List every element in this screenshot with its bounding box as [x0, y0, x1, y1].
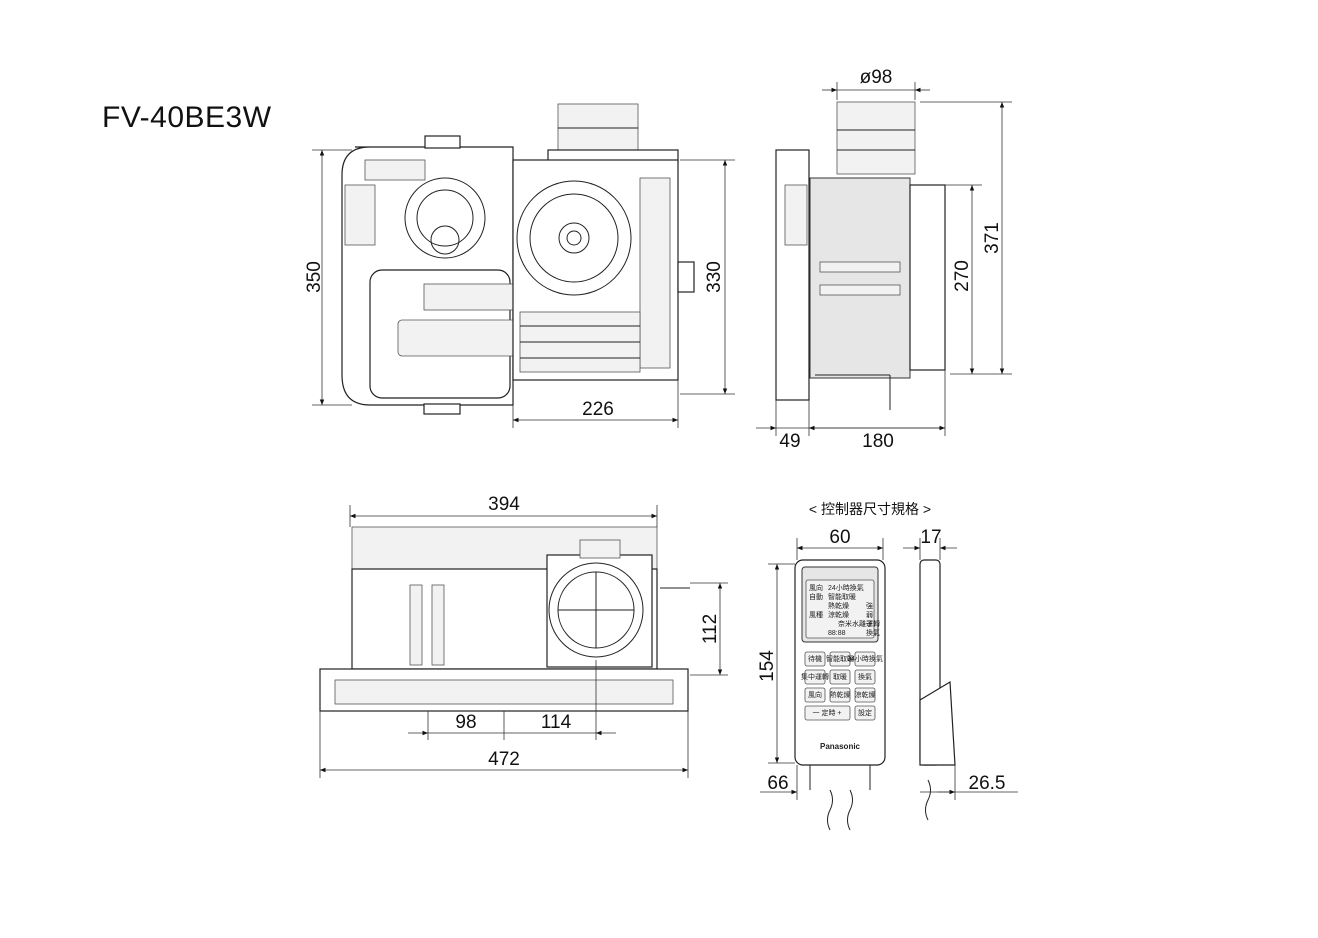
dim-controller-width: 60 [829, 527, 850, 548]
dim-top-height-body: 330 [704, 261, 725, 293]
lcd-text-3: 24小時換氣 [828, 583, 864, 592]
key-heat[interactable] [829, 669, 851, 685]
key-louver-label: 風向 [808, 690, 822, 699]
side-view: ø98 371 270 49 180 [756, 67, 1012, 452]
key-hot-dry[interactable] [829, 687, 851, 703]
model-title: FV-40BE3W [102, 101, 272, 134]
duct-top [557, 103, 639, 157]
dim-top-width: 226 [582, 399, 614, 420]
key-smart-heat[interactable] [829, 651, 851, 667]
key-hot-dry-label: 熱乾燥 [830, 690, 851, 699]
fan-right [516, 180, 632, 296]
key-standby[interactable] [804, 651, 826, 667]
key-timer[interactable] [804, 705, 851, 721]
dim-controller-holder-depth: 26.5 [969, 773, 1006, 794]
controller-brand: Panasonic [820, 742, 861, 751]
key-focus-label: 集中運轉 [801, 672, 829, 681]
lcd-text-13: 換氣 [866, 628, 880, 637]
controller-keypad: 待機 智能取暖 24小時換氣 集中運轉 取暖 換氣 風向 熱乾燥 涼乾燥 一 定… [801, 651, 883, 721]
dim-side-grille-depth: 49 [779, 431, 800, 452]
lcd-text-6: 涼乾燥 [828, 610, 849, 619]
dim-side-height-overall: 371 [982, 222, 1003, 254]
top-view: 350 330 226 [304, 103, 735, 428]
chain-side [925, 779, 931, 821]
dim-front-offset-left: 98 [455, 712, 476, 733]
duct-circle-front [548, 562, 644, 658]
lcd-text-8: 弱 [866, 611, 873, 619]
dim-controller-height: 154 [757, 650, 778, 682]
key-24h-vent-label: 24小時換氣 [847, 654, 883, 663]
lcd-text-9: 風種 [809, 611, 823, 619]
dim-side-height-body: 270 [952, 260, 973, 292]
dim-controller-holder-width: 66 [767, 773, 788, 794]
dim-front-panel-width: 472 [488, 749, 520, 770]
key-standby-label: 待機 [808, 654, 822, 663]
dim-side-body-depth: 180 [862, 431, 894, 452]
chain-front [827, 789, 853, 831]
body-side [809, 177, 911, 379]
lcd-text-4: 智能取暖 [828, 592, 856, 601]
controller-caption: < 控制器尺寸規格 > [809, 501, 931, 517]
front-view: 394 112 98 114 472 [319, 494, 728, 778]
lcd-text-2: 自動 [809, 592, 823, 601]
dim-front-body-width: 394 [488, 494, 520, 515]
key-focus[interactable] [804, 669, 826, 685]
dim-controller-thickness: 17 [920, 527, 941, 548]
key-cool-dry-label: 涼乾燥 [855, 690, 876, 699]
key-settings-label: 設定 [858, 708, 872, 717]
lcd-text-5: 熱乾燥 [828, 601, 849, 610]
key-settings[interactable] [854, 705, 876, 721]
key-heat-label: 取暖 [833, 673, 847, 681]
lcd-text-1: 風向 [809, 583, 823, 592]
duct-side [836, 101, 916, 175]
key-cool-dry[interactable] [854, 687, 876, 703]
lcd-text-7: 強 [866, 602, 873, 610]
fan-left [404, 177, 486, 259]
controller-view: < 控制器尺寸規格 > 風向 自動 24小時換氣 智能取暖 熱乾燥 涼乾燥 強 … [757, 501, 1018, 831]
dim-top-height-overall: 350 [304, 261, 325, 293]
dim-front-duct-height: 112 [700, 614, 721, 644]
key-vent-label: 換氣 [858, 672, 872, 681]
key-vent[interactable] [854, 669, 876, 685]
dim-side-duct-diameter: ø98 [860, 67, 893, 88]
key-smart-heat-label: 智能取暖 [826, 654, 854, 663]
key-24h-vent[interactable] [854, 651, 876, 667]
lcd-text-12: 運轉 [866, 619, 880, 628]
key-louver[interactable] [804, 687, 826, 703]
dim-front-offset-right: 114 [541, 712, 572, 733]
lcd-text-10: 奈米水離子 [838, 619, 873, 628]
lcd-text-11: 88:88 [828, 630, 846, 637]
key-timer-label: 一 定時 + [813, 708, 842, 717]
